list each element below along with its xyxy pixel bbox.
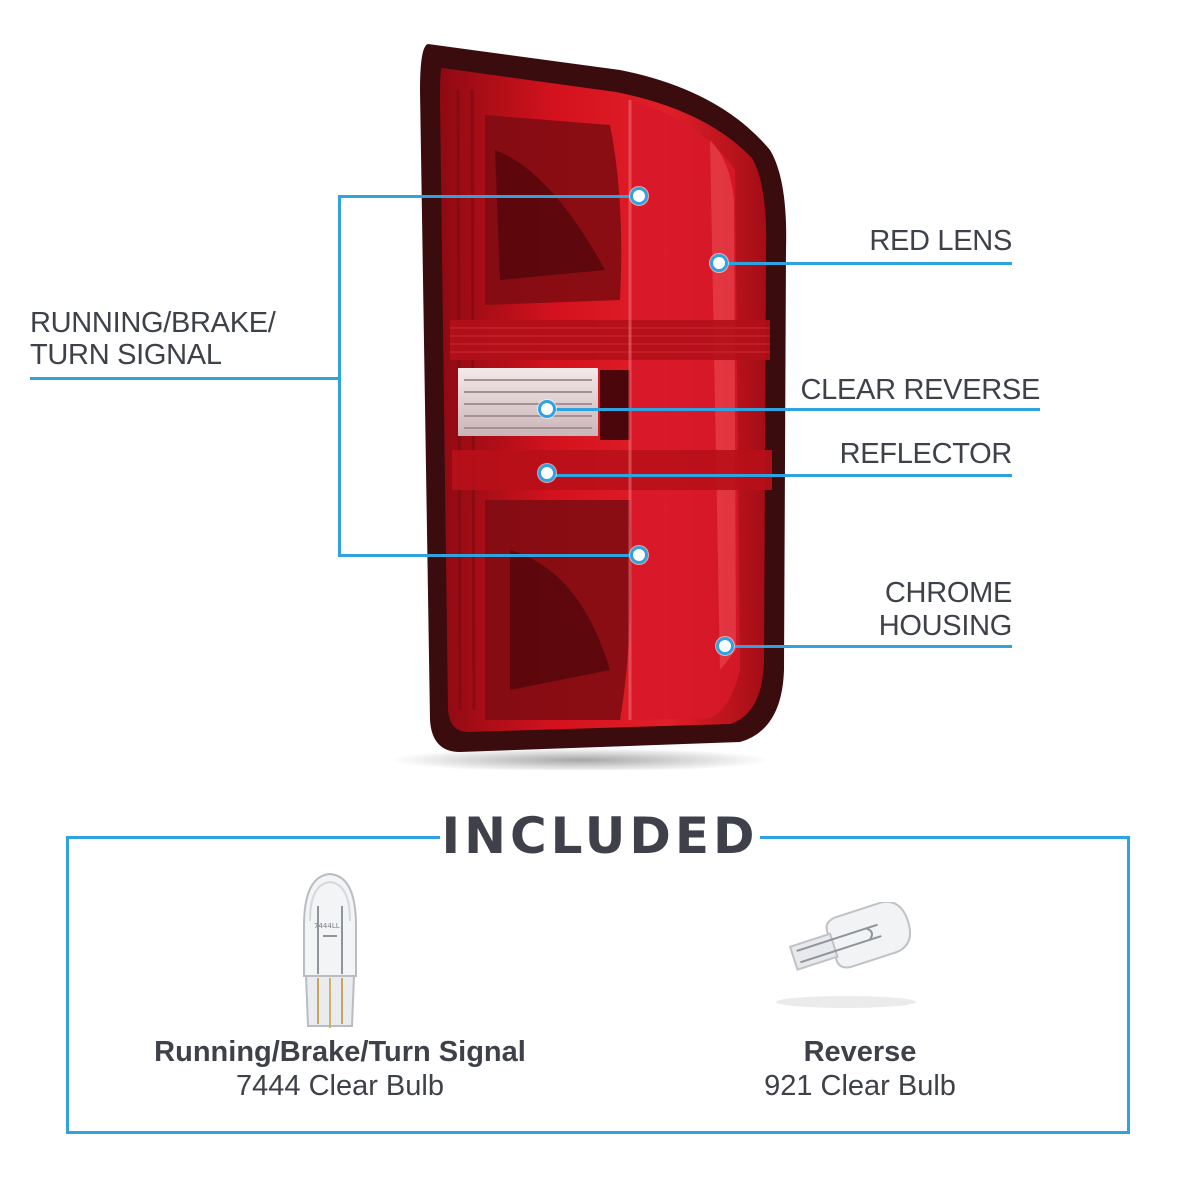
callout-reflector-line (548, 474, 1012, 477)
callout-chrome-housing-line1: CHROME (884, 577, 1012, 609)
callout-red-lens: RED LENS (869, 225, 1012, 257)
wedge-bulb-7444-icon: 7444LL (303, 872, 357, 1028)
callout-clear-reverse-dot (538, 400, 556, 418)
included-item-2-name: Reverse (803, 1036, 917, 1068)
callout-running-brake-turn-bottom-dot (630, 546, 648, 564)
callout-reflector: REFLECTOR (839, 438, 1013, 470)
wedge-bulb-921-icon (776, 902, 916, 1008)
callout-clear-reverse-line (548, 408, 1040, 411)
callout-red-lens-dot (710, 254, 728, 272)
included-title: INCLUDED (440, 804, 760, 868)
included-item-1-bulb: 7444 Clear Bulb (236, 1070, 444, 1102)
svg-text:7444LL: 7444LL (314, 922, 340, 930)
callout-chrome-housing-dot (716, 637, 734, 655)
callout-chrome-housing-line (726, 645, 1012, 648)
callout-running-brake-turn-line2: TURN SIGNAL (30, 339, 222, 371)
callout-clear-reverse: CLEAR REVERSE (800, 374, 1041, 406)
callout-red-lens-line (720, 262, 1012, 265)
callout-chrome-housing-line2: HOUSING (878, 610, 1013, 642)
callout-running-brake-turn-bottom-leader (338, 554, 638, 557)
callout-running-brake-turn-line1: RUNNING/BRAKE/ (30, 307, 276, 339)
callout-reflector-dot (538, 464, 556, 482)
tail-lamp-image (390, 44, 787, 770)
callout-running-brake-turn-top-dot (630, 187, 648, 205)
included-item-1-name: Running/Brake/Turn Signal (154, 1036, 526, 1068)
included-item-2-bulb: 921 Clear Bulb (764, 1070, 956, 1102)
callout-running-brake-turn-top-leader (338, 195, 638, 198)
callout-running-brake-turn-bracket (338, 195, 341, 557)
callout-running-brake-turn-underline (30, 377, 340, 380)
